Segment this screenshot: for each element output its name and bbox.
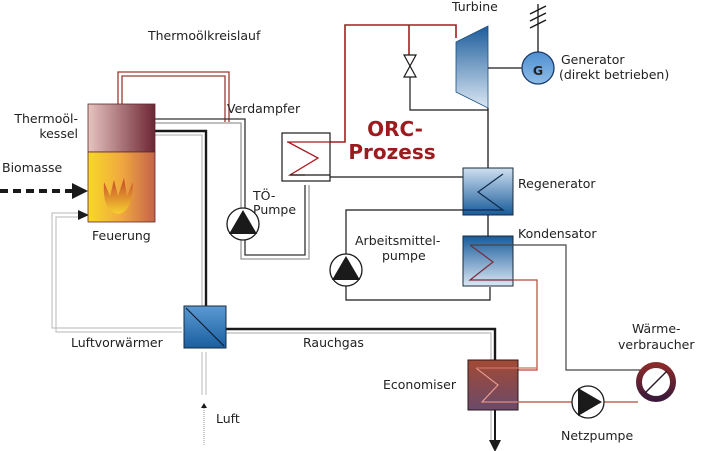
evaporator: [281, 132, 331, 182]
grid-pump-arrow-icon: [578, 388, 602, 416]
heat-consumer: [636, 362, 676, 402]
bypass-valve-icon: [402, 54, 418, 78]
label-generator-1: Generator: [561, 52, 625, 67]
air-inlet-arrow-head-furnace: [78, 210, 89, 220]
label-economiser: Economiser: [383, 377, 457, 392]
label-furnace: Feuerung: [92, 228, 151, 243]
flue-gas-exit-arrow: [489, 440, 501, 451]
label-boiler-1: Thermoöl-: [13, 111, 78, 126]
condenser: [462, 235, 514, 287]
economiser-coil: [475, 367, 518, 403]
air-preheater-divider: [185, 307, 225, 347]
label-orc-2: Prozess: [348, 140, 435, 164]
turbine: [455, 25, 489, 109]
label-oil-pump-2: Pumpe: [253, 202, 296, 217]
flame-icon: [103, 178, 133, 214]
thermal-oil-supply-pipe: [117, 71, 230, 122]
generator-symbol: G: [533, 63, 543, 78]
label-oil-pump-1: TÖ-: [252, 187, 275, 203]
label-boiler-2: kessel: [39, 126, 78, 141]
label-flue-gas: Rauchgas: [303, 335, 364, 350]
condenser-return-line: [512, 279, 538, 371]
grid-hatch-icon: [529, 5, 547, 29]
regenerator-coil: [463, 173, 505, 211]
label-air-preheater: Luftvorwärmer: [71, 335, 164, 350]
thermal-oil-pump-arrow-icon: [229, 210, 257, 234]
label-thermal-oil-circuit: Thermoölkreislauf: [147, 28, 261, 43]
label-heat-consumer-1: Wärme-: [632, 321, 681, 336]
condenser-hot-water-line: [470, 244, 645, 371]
bypass-pipe: [409, 77, 488, 111]
thermal-oil-return-pipe: [155, 118, 310, 260]
label-heat-consumer-2: verbraucher: [618, 337, 695, 352]
label-working-pump-2: pumpe: [382, 248, 426, 263]
label-working-pump-1: Arbeitsmittel-: [355, 233, 440, 248]
thermal-oil-boiler: [87, 103, 156, 153]
orc-vapor-pipe: [326, 24, 457, 143]
heat-consumer-slash: [644, 370, 668, 394]
label-grid-pump: Netzpumpe: [561, 428, 633, 443]
orc-condensate-pipe: [345, 209, 491, 301]
label-air: Luft: [216, 411, 240, 426]
working-fluid-pump-arrow-icon: [332, 256, 360, 280]
label-generator-2: (direkt betrieben): [559, 67, 669, 82]
flue-gas-pipe: [155, 129, 497, 440]
label-regenerator: Regenerator: [518, 176, 596, 191]
regenerator: [462, 167, 514, 216]
label-orc-1: ORC-: [367, 117, 423, 141]
label-turbine: Turbine: [451, 0, 498, 14]
label-biomass: Biomasse: [2, 160, 63, 175]
label-condenser: Kondensator: [518, 226, 597, 241]
condenser-coil: [468, 244, 513, 281]
biomass-feed-arrow: [72, 183, 88, 199]
air-intake-arrow: [201, 403, 207, 408]
label-evaporator: Verdampfer: [227, 101, 301, 116]
preheated-air-pipe: [51, 212, 207, 395]
